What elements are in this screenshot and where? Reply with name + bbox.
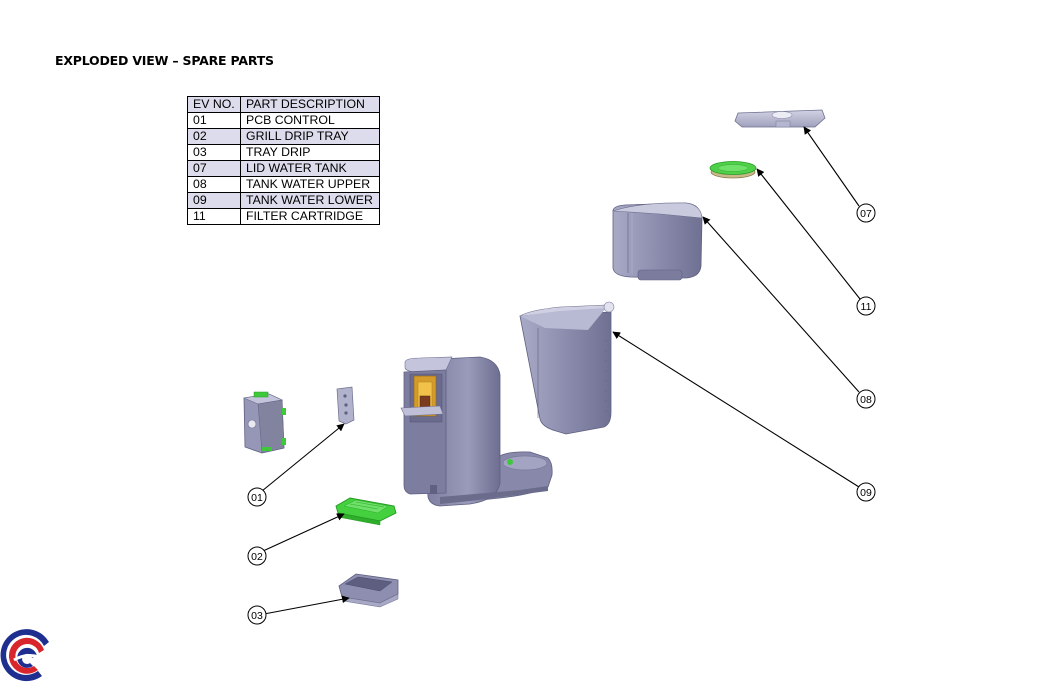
pcb-control-part <box>242 386 355 454</box>
table-row: 01 PCB CONTROL <box>187 112 380 129</box>
filter-cartridge-part <box>709 161 757 179</box>
callout-label: 09 <box>860 487 872 499</box>
table-row: 08 TANK WATER UPPER <box>187 176 380 193</box>
callout-label: 02 <box>251 551 263 563</box>
page-title: EXPLODED VIEW – SPARE PARTS <box>55 53 274 68</box>
table-header-row: EV NO. PART DESCRIPTION <box>187 96 380 113</box>
callout-03: 03 <box>247 605 267 625</box>
table-row: 02 GRILL DRIP TRAY <box>187 128 380 145</box>
tank-water-upper-part <box>612 202 703 281</box>
leader-lines <box>261 126 861 615</box>
column-header-part-description: PART DESCRIPTION <box>240 96 380 113</box>
callout-circle <box>856 296 876 316</box>
callout-08: 08 <box>856 389 876 409</box>
callout-07: 07 <box>856 203 876 223</box>
leader-line-02 <box>262 513 345 552</box>
callout-label: 01 <box>251 492 263 504</box>
part-description-cell: TANK WATER LOWER <box>240 192 380 209</box>
leader-line-01 <box>261 423 345 492</box>
callout-circle <box>856 482 876 502</box>
callout-circle <box>247 546 267 566</box>
tray-drip-part <box>338 573 399 608</box>
lid-water-tank-part <box>734 109 826 128</box>
table-row: 07 LID WATER TANK <box>187 160 380 177</box>
callout-label: 08 <box>860 394 872 406</box>
tank-water-lower-part <box>519 301 615 435</box>
callout-09: 09 <box>856 482 876 502</box>
leader-line-07 <box>803 126 860 207</box>
ev-number-cell: 07 <box>187 160 241 177</box>
grill-drip-tray-part <box>335 497 397 526</box>
machine-body <box>400 356 553 507</box>
callout-circle <box>856 203 876 223</box>
callout-label: 11 <box>861 301 872 313</box>
leader-line-08 <box>702 216 860 393</box>
callout-label: 03 <box>251 610 263 622</box>
callout-02: 02 <box>247 546 267 566</box>
table-row: 11 FILTER CARTRIDGE <box>187 208 380 225</box>
callout-circle <box>247 487 267 507</box>
callout-circle <box>856 389 876 409</box>
callout-label: 07 <box>860 208 872 220</box>
parts-table: EV NO. PART DESCRIPTION 01 PCB CONTROL 0… <box>187 96 380 225</box>
leader-line-09 <box>612 331 860 488</box>
ev-number-cell: 11 <box>187 208 241 225</box>
part-description-cell: LID WATER TANK <box>240 160 380 177</box>
brand-logo <box>0 629 51 682</box>
column-header-ev-no: EV NO. <box>187 96 241 113</box>
part-description-cell: PCB CONTROL <box>240 112 380 129</box>
callout-circle <box>247 605 267 625</box>
leader-line-03 <box>263 595 350 615</box>
leader-line-11 <box>756 168 861 300</box>
callout-01: 01 <box>247 487 267 507</box>
part-description-cell: TRAY DRIP <box>240 144 380 161</box>
callout-11: 11 <box>856 296 876 316</box>
part-description-cell: FILTER CARTRIDGE <box>240 208 380 225</box>
table-row: 03 TRAY DRIP <box>187 144 380 161</box>
